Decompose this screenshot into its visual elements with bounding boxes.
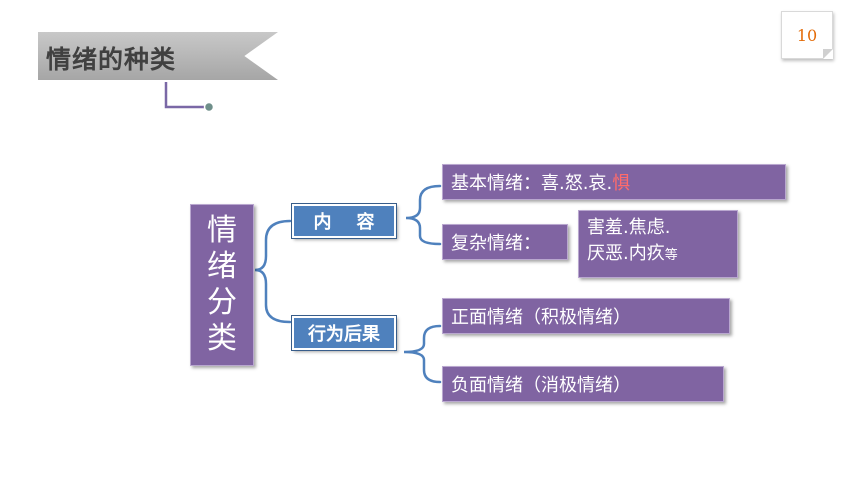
basic-emotions-highlight: 惧: [612, 173, 631, 194]
page-title: 情绪的种类: [46, 45, 177, 74]
basic-emotions-text: 基本情绪：喜.怒.哀.: [451, 173, 613, 194]
leaf-negative-emotions: 负面情绪（消极情绪）: [442, 366, 724, 402]
leaf-basic-emotions: 基本情绪：喜.怒.哀.惧: [442, 164, 786, 200]
leaf-complex-emotions: 复杂情绪：: [442, 224, 568, 260]
brace-behavior: [403, 324, 442, 384]
leaf-complex-emotion-examples: 害羞.焦虑. 厌恶.内疚等: [578, 210, 738, 278]
complex-examples-line-1: 害羞.焦虑.: [587, 217, 671, 238]
root-char-2: 绪: [207, 249, 237, 284]
complex-examples-suffix: 等: [664, 248, 678, 263]
root-node-emotion-classification: 情 绪 分 类: [190, 204, 254, 366]
root-char-4: 类: [207, 321, 237, 356]
category-content: 内 容: [291, 203, 397, 239]
complex-examples-line-2: 厌恶.内疚等: [587, 243, 678, 264]
root-char-1: 情: [207, 213, 237, 248]
brace-root: [254, 219, 292, 324]
brace-content: [405, 184, 442, 246]
root-char-3: 分: [207, 285, 237, 320]
page-number: 10: [781, 11, 833, 59]
title-banner: [38, 32, 278, 80]
category-behavior-consequence: 行为后果: [291, 315, 397, 351]
leaf-positive-emotions: 正面情绪（积极情绪）: [442, 298, 730, 334]
